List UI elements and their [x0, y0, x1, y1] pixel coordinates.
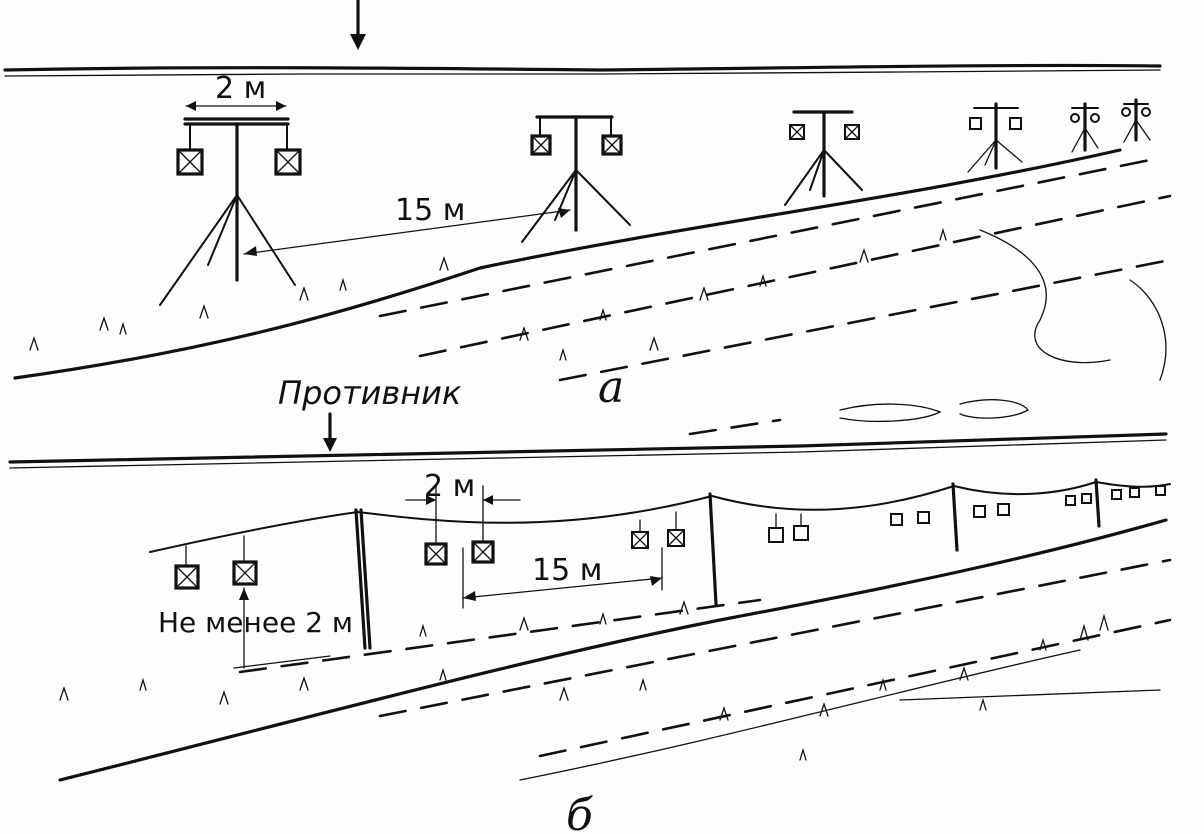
post-b-3 — [951, 482, 959, 552]
target-box — [969, 117, 982, 130]
trench-dash-a2 — [418, 194, 1172, 358]
bush-oval-a2 — [959, 399, 1029, 419]
target-box — [1009, 117, 1022, 130]
target-box — [176, 148, 204, 176]
target-box — [232, 560, 258, 586]
panel-b: Противник — [8, 374, 1172, 834]
spacing-label-b: 2 м — [424, 469, 475, 504]
target-box — [844, 124, 860, 140]
target-box — [471, 540, 495, 564]
trench-dash-a1 — [378, 158, 1152, 318]
enemy-direction-arrow-a — [350, 0, 366, 50]
target-box — [1141, 107, 1151, 117]
trench-curve-a2 — [1129, 279, 1167, 381]
target-box — [973, 505, 986, 518]
target-box — [789, 124, 805, 140]
trench-dash-a3 — [558, 258, 1172, 382]
post-spacing-label: 2 м — [215, 71, 266, 106]
target-box — [1065, 495, 1076, 506]
post-a-2 — [521, 115, 631, 243]
target-box — [601, 134, 623, 156]
target-box — [274, 148, 302, 176]
min-height-label: Не менее 2 м — [158, 606, 353, 639]
dimension-2m-b: 2 м — [405, 469, 521, 523]
target-box — [667, 529, 685, 547]
target-box — [1081, 493, 1092, 504]
enemy-label: Противник — [278, 374, 462, 412]
target-box — [1090, 113, 1100, 123]
target-box — [1129, 487, 1140, 498]
post-a-1 — [159, 117, 302, 306]
post-a-5 — [1070, 102, 1100, 153]
panel-label-b: б — [566, 790, 593, 834]
target-box — [997, 503, 1010, 516]
horizon-texture-b — [9, 439, 1167, 469]
dimension-15m-a: 15 м — [243, 193, 571, 256]
target-box — [793, 525, 809, 541]
trench-dash-a4 — [688, 418, 782, 436]
min-height-dimension: Не менее 2 м — [158, 587, 353, 669]
target-box — [768, 527, 784, 543]
horizon-line-a — [3, 63, 1162, 72]
target-box — [174, 564, 200, 590]
panel-a: 2 м — [3, 0, 1172, 436]
trench-line-b5 — [899, 689, 1161, 701]
trench-dash-b3 — [238, 598, 762, 674]
trench-edge-b — [58, 518, 1168, 782]
target-box — [1155, 485, 1166, 496]
target-box — [1070, 113, 1080, 123]
enemy-direction-arrow-b — [323, 412, 337, 452]
post-a-3 — [784, 110, 863, 206]
trench-dash-b1 — [378, 558, 1172, 718]
targets-b — [174, 485, 1166, 590]
panel-label-a: а — [598, 362, 624, 413]
grass-tufts-b — [59, 599, 1109, 761]
post-b-1 — [354, 508, 372, 650]
target-box — [424, 542, 448, 566]
post-b-2 — [708, 492, 718, 606]
target-box — [917, 511, 930, 524]
dimension-15m-b: 15 м — [462, 547, 663, 609]
target-box — [1111, 489, 1122, 500]
target-box — [530, 134, 552, 156]
bush-oval-a1 — [839, 403, 942, 423]
trench-dash-b2 — [538, 618, 1172, 758]
horizon-line-b — [8, 432, 1168, 464]
distance-label-a: 15 м — [395, 193, 465, 228]
target-box — [631, 531, 649, 549]
post-a-6 — [1121, 98, 1151, 143]
trench-curve-a — [979, 229, 1111, 364]
distance-label-b: 15 м — [532, 553, 602, 588]
grass-tufts-a — [29, 227, 947, 361]
trench-edge-a — [13, 148, 1122, 380]
post-b-4 — [1094, 478, 1101, 528]
target-box — [1121, 107, 1131, 117]
trench-line-b4 — [519, 649, 1081, 781]
horizon-texture-a — [4, 69, 1161, 77]
dimension-2m-a: 2 м — [185, 71, 287, 111]
post-a-4 — [967, 102, 1023, 173]
target-box — [890, 513, 903, 526]
wire-b — [149, 480, 1171, 553]
